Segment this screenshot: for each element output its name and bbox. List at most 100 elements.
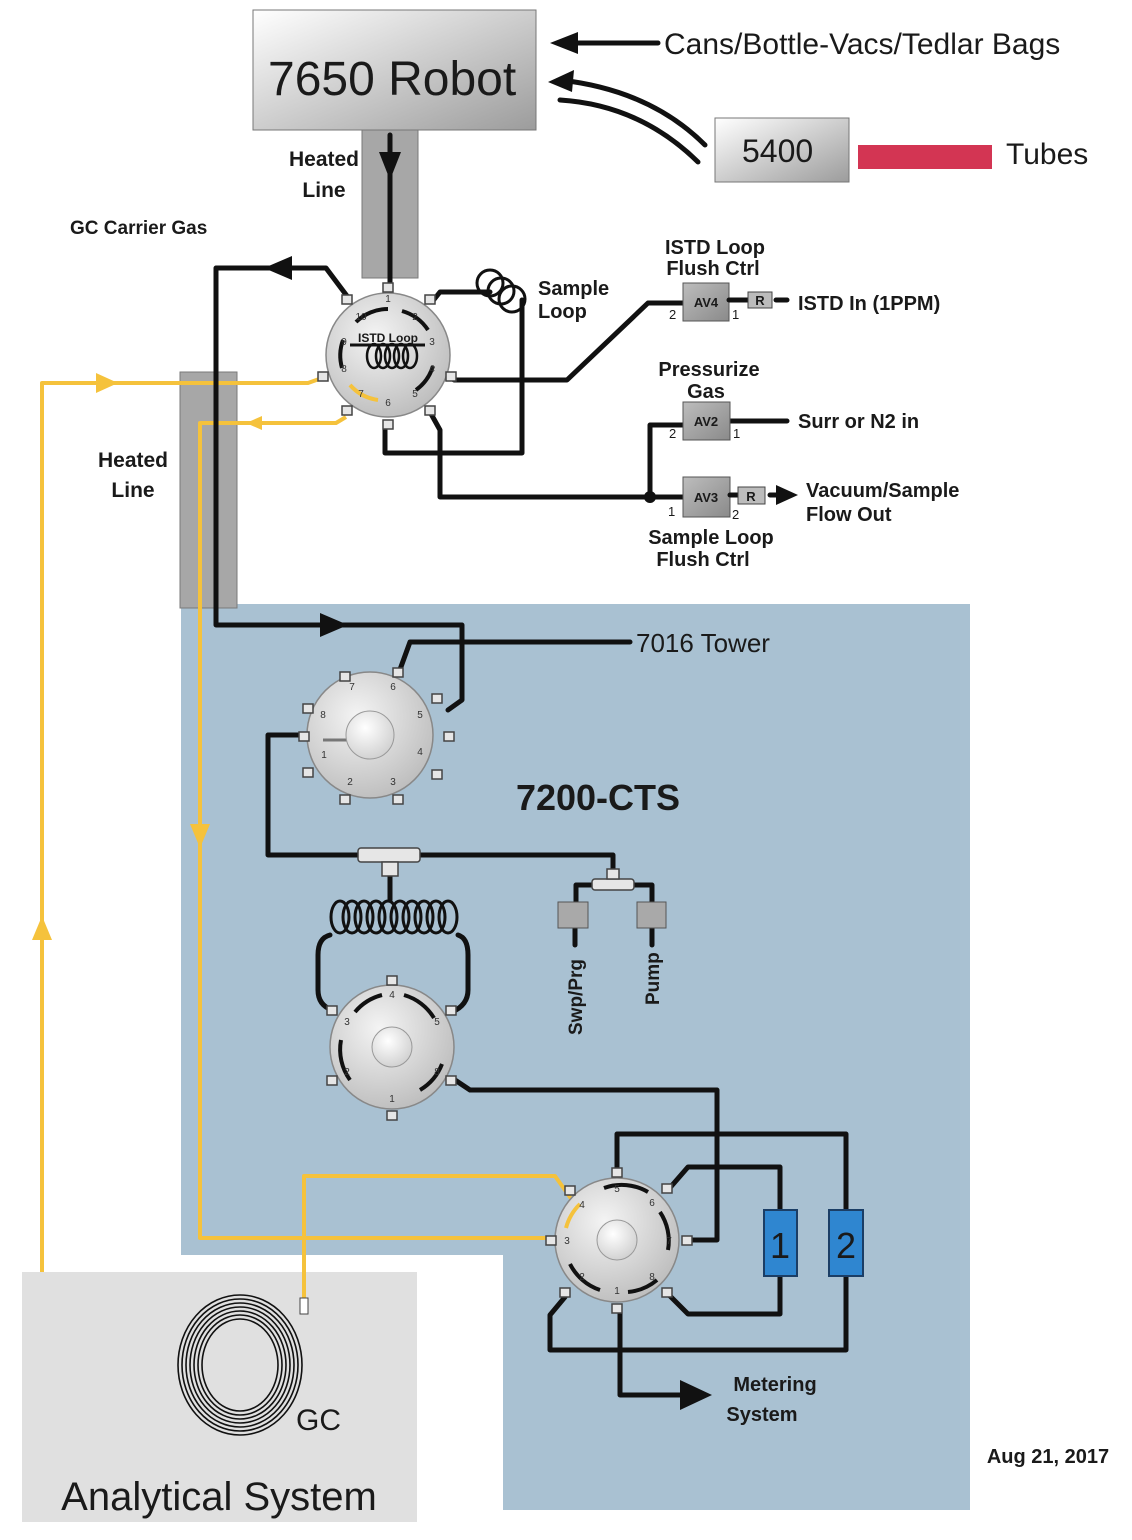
robot-box: [252, 9, 537, 131]
av4-input-label: ISTD In (1PPM): [798, 293, 940, 315]
valve-a-port-1: 1: [321, 750, 327, 761]
istd-loop-label: ISTD Loop: [358, 331, 418, 345]
valve10-port-10: 10: [355, 312, 367, 323]
metering-label-1: Metering: [733, 1374, 816, 1396]
valve-b-port-8: 8: [434, 1067, 440, 1078]
analytical-system-label: Analytical System: [61, 1475, 377, 1519]
valve10-port-1: 1: [385, 294, 391, 305]
tee-fitting-pump: [591, 868, 635, 891]
trap-line-top-b: [665, 1164, 783, 1213]
cts-label: 7200-CTS: [516, 777, 680, 818]
heated-line-top-label-1: Heated: [289, 148, 359, 171]
av3-port-right: 2: [732, 507, 739, 522]
gc-column-fitting: [299, 1297, 309, 1315]
valve-c-port-6: 6: [649, 1198, 655, 1209]
valve-b-port-1: 1: [389, 1094, 395, 1105]
valve-a-fittings: [298, 667, 455, 805]
av3-to-av2-line: [647, 422, 686, 500]
av2-name: AV2: [694, 414, 718, 429]
valve-c-fittings: [545, 1167, 693, 1314]
swp-prg-valve: [557, 901, 589, 929]
autosampler-label: 5400: [742, 133, 813, 169]
autosampler-arrowhead: [548, 70, 574, 92]
tower-label: 7016 Tower: [636, 628, 770, 658]
av2-input-label: Surr or N2 in: [798, 411, 919, 433]
sample-loop-line-b: [382, 297, 525, 456]
gc-label: GC: [296, 1404, 341, 1437]
valve-b-port-5: 5: [434, 1017, 440, 1028]
pump-label: Pump: [643, 952, 664, 1005]
av4-title-1: ISTD Loop: [665, 237, 765, 259]
valve-c-port-7: 7: [666, 1236, 672, 1247]
av3-output-arrow: [776, 485, 798, 505]
trap-1-label: 1: [770, 1225, 790, 1266]
valve10-port-3: 3: [429, 337, 435, 348]
valve-b-6-port: [329, 984, 455, 1110]
focusing-coil: [329, 899, 459, 935]
valve-out-arrow: [264, 256, 292, 280]
av3-output-label-2: Flow Out: [806, 504, 892, 526]
av2-title-2: Gas: [687, 381, 725, 403]
valve10-port-9: 9: [341, 337, 347, 348]
av4-restrictor-label: R: [755, 293, 765, 308]
valve-a-port-4: 4: [417, 747, 423, 758]
valve-c-port-8: 8: [649, 1272, 655, 1283]
valve-b-to-valve-c-line: [452, 1077, 720, 1243]
trap-line-bottom-a: [665, 1273, 783, 1317]
valve-to-cts-line: [213, 265, 465, 713]
cts-in-arrow: [320, 613, 348, 637]
junction-node: [644, 491, 656, 503]
valve-b-fittings: [326, 975, 457, 1121]
av3-caption-2: Flush Ctrl: [656, 549, 749, 571]
av4-restrictor: [747, 291, 773, 309]
valve10-port-8: 8: [341, 364, 347, 375]
valve-a-port-3: 3: [390, 777, 396, 788]
av2-port-left: 2: [669, 426, 676, 441]
valve10-port-6: 6: [385, 398, 391, 409]
carrier-gas-line-loop: [198, 415, 548, 1240]
tee-to-pump-line: [417, 852, 616, 873]
metering-arrow: [680, 1380, 712, 1410]
metering-label-2: System: [726, 1404, 797, 1426]
valve-c-port-4: 4: [579, 1200, 585, 1211]
av4-title-2: Flush Ctrl: [666, 258, 759, 280]
valve-b-port-4: 4: [389, 990, 395, 1001]
heated-line-top-label-2: Line: [302, 179, 345, 202]
trap-1: [763, 1209, 798, 1277]
valve10-port-5: 5: [412, 389, 418, 400]
trap-line-top-a: [614, 1131, 849, 1213]
valve-a-port-8: 8: [320, 710, 326, 721]
tubes-label: Tubes: [1006, 138, 1088, 171]
valve-b-port-2: 2: [344, 1067, 350, 1078]
trap-line-bottom-b: [547, 1273, 849, 1353]
valve-c-port-2: 2: [579, 1272, 585, 1283]
av2-port-right: 1: [733, 426, 740, 441]
trap-2-label: 2: [836, 1225, 856, 1266]
valve10-port-2: 2: [412, 312, 418, 323]
carrier-arrow-left: [246, 416, 262, 430]
robot-arrow-down: [379, 152, 401, 180]
valve-a-port-5: 5: [417, 710, 423, 721]
av3-output-label-1: Vacuum/Sample: [806, 480, 959, 502]
carrier-arrow-right: [96, 373, 118, 393]
valve-to-av3-line: [427, 409, 688, 500]
valve-a-8-port: [306, 671, 434, 799]
carrier-gas-line-in: [40, 376, 323, 1272]
tee-fitting-main: [357, 847, 421, 877]
valve-c-port-1: 1: [614, 1286, 620, 1297]
av3-restrictor-label: R: [746, 489, 756, 504]
valve-a-to-tee-line: [265, 732, 363, 858]
valve-c-port-3: 3: [564, 1236, 570, 1247]
av4-valve: [682, 282, 730, 322]
av2-title-1: Pressurize: [658, 359, 759, 381]
sample-loop-label-1: Sample: [538, 278, 609, 300]
av3-restrictor: [737, 486, 766, 505]
sample-loop-label-2: Loop: [538, 301, 587, 323]
carrier-arrow-up: [32, 916, 52, 940]
av4-line: [451, 300, 689, 383]
pump-valve: [636, 901, 667, 929]
valve-a-port-6: 6: [390, 682, 396, 693]
heated-line-left-conduit: [179, 371, 238, 609]
swp-prg-label: Swp/Prg: [566, 959, 587, 1035]
metering-line: [617, 1307, 693, 1398]
